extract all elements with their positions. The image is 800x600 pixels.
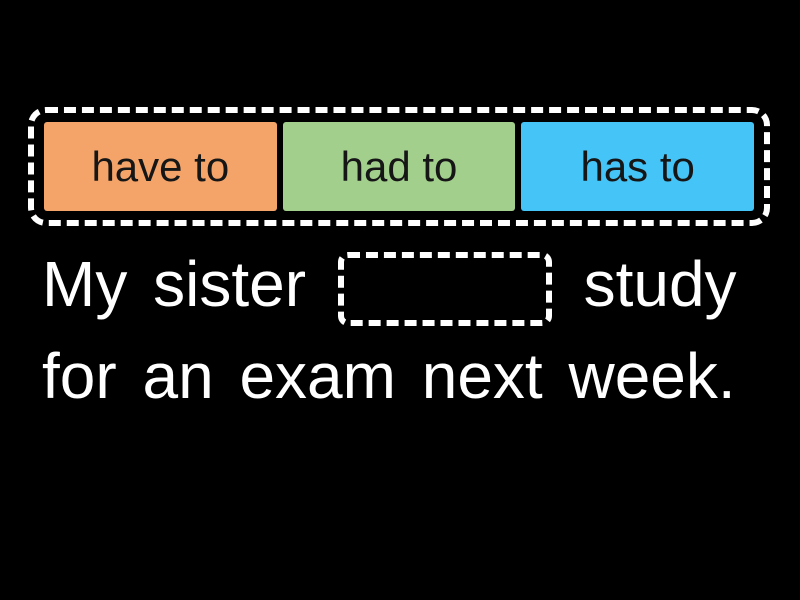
choice-tile-have-to[interactable]: have to — [44, 122, 277, 211]
answer-blank[interactable] — [337, 252, 552, 327]
sentence-text-before-blank: My sister — [42, 248, 306, 320]
choice-tile-had-to[interactable]: had to — [282, 122, 516, 211]
sentence: My sister study for an exam next week. — [42, 238, 772, 422]
choice-tile-has-to[interactable]: has to — [521, 122, 755, 211]
word-bank: have to had to has to — [28, 107, 770, 226]
sentence-text-after-blank: study — [583, 248, 737, 320]
sentence-text-line2: for an exam next week. — [42, 340, 736, 412]
